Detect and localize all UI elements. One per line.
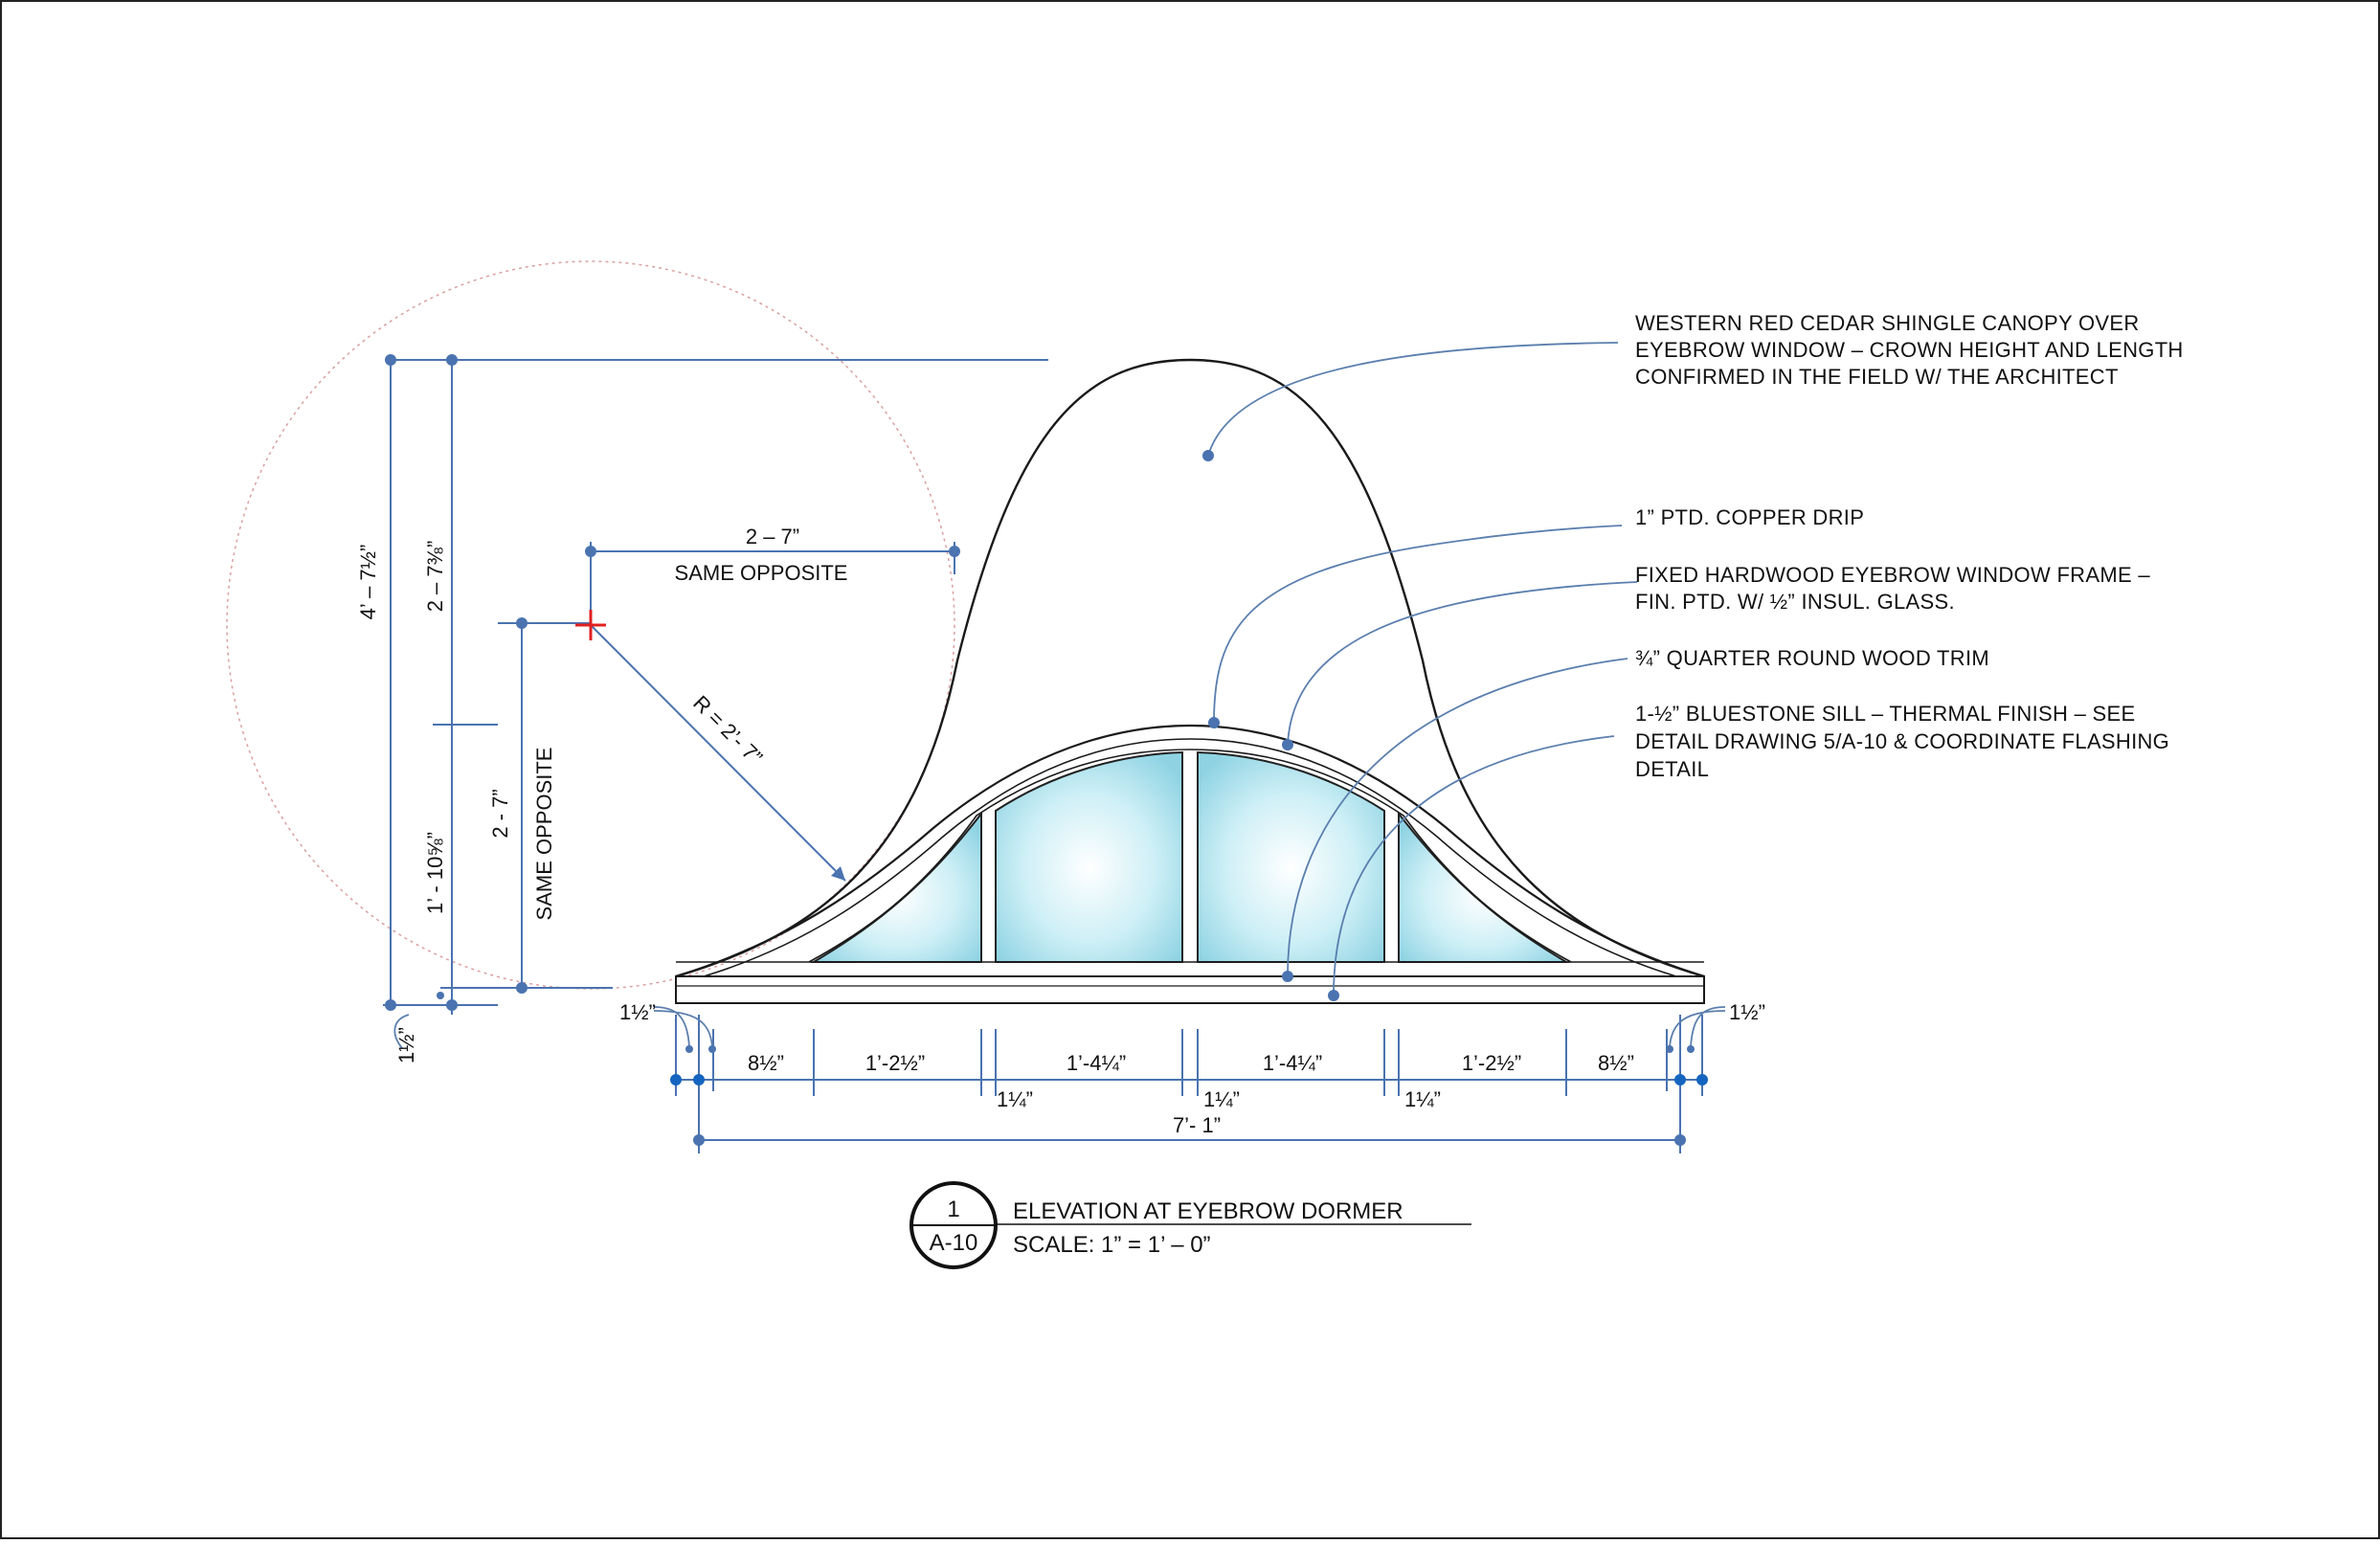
- dim-dot: [1674, 1134, 1686, 1146]
- leader-trim: [1287, 658, 1628, 977]
- dim-overall-height-label: 4’ – 7½”: [356, 545, 380, 620]
- dim-dot: [685, 1045, 693, 1053]
- note-trim: ¾” QUARTER ROUND WOOD TRIM: [1635, 646, 1989, 670]
- radius-dimension: [575, 542, 960, 882]
- dim-segment-label: 1’-2½”: [865, 1051, 925, 1075]
- note-frame-line-1: FIXED HARDWOOD EYEBROW WINDOW FRAME –: [1635, 563, 2150, 587]
- dim-dot: [1666, 1045, 1673, 1053]
- frame-inner-arc: [808, 749, 1572, 963]
- dim-sill-left-label: 1½”: [619, 1000, 656, 1024]
- note-sill-line-2: DETAIL DRAWING 5/A-10 & COORDINATE FLASH…: [1635, 729, 2169, 753]
- note-drip-line-1: 1” PTD. COPPER DRIP: [1635, 505, 1864, 529]
- leader-drip: [1213, 525, 1623, 724]
- vertical-dimensions: [383, 354, 1048, 1049]
- dim-dot: [693, 1074, 705, 1085]
- sill-vertical-leader: [393, 1014, 410, 1049]
- note-canopy-line-2: EYEBROW WINDOW – CROWN HEIGHT AND LENGTH: [1635, 338, 2184, 362]
- drawing-title: ELEVATION AT EYEBROW DORMER: [1013, 1198, 1403, 1224]
- eyebrow-window: [675, 724, 1705, 1004]
- dim-radius-width-label: 2 – 7”: [746, 525, 799, 548]
- leader-frame: [1287, 581, 1638, 746]
- glass-pane-2: [995, 750, 1183, 963]
- leader-dot-trim: [1282, 971, 1293, 982]
- dim-dot: [693, 1134, 705, 1146]
- dim-mullion-label: 1¼”: [1203, 1087, 1240, 1111]
- same-opposite-vertical-label: SAME OPPOSITE: [532, 748, 556, 921]
- radius-arrow-icon: [831, 866, 845, 881]
- leader-dot-drip: [1208, 717, 1220, 728]
- dim-sill-vertical-label: 1½”: [394, 1027, 418, 1063]
- dim-segment-label: 8½”: [748, 1051, 784, 1075]
- glass-pane-1: [810, 811, 982, 963]
- sill-right-leader: [1669, 1010, 1726, 1048]
- note-canopy-line-3: CONFIRMED IN THE FIELD W/ THE ARCHITECT: [1635, 365, 2119, 389]
- leader-lines: [1202, 342, 1638, 1001]
- note-sill: 1-½” BLUESTONE SILL – THERMAL FINISH – S…: [1635, 702, 2176, 781]
- dim-mullion-label: 1¼”: [997, 1087, 1033, 1111]
- dim-dot: [437, 992, 444, 999]
- glass-pane-3: [1197, 750, 1385, 963]
- sheet-number: A-10: [930, 1230, 978, 1256]
- note-sill-line-3: DETAIL: [1635, 757, 1709, 781]
- dim-dot: [708, 1045, 716, 1053]
- dim-segment-label: 8½”: [1598, 1051, 1634, 1075]
- dim-sill-right-label: 1½”: [1729, 1000, 1765, 1024]
- leader-dot-canopy: [1202, 450, 1214, 461]
- dim-segment-label: 1’-4¼”: [1263, 1051, 1322, 1075]
- dim-segment-label: 1’-2½”: [1462, 1051, 1521, 1075]
- dim-lower-height-label: 1’ - 10⅝”: [423, 832, 447, 914]
- glass-pane-4: [1398, 811, 1570, 963]
- dim-dot: [446, 999, 458, 1011]
- drawing-scale: SCALE: 1” = 1’ – 0”: [1013, 1232, 1211, 1258]
- shingle-canopy-profile: [675, 358, 1705, 978]
- note-frame: FIXED HARDWOOD EYEBROW WINDOW FRAME – FI…: [1635, 563, 2156, 614]
- drawing-number: 1: [947, 1197, 959, 1222]
- note-canopy-line-1: WESTERN RED CEDAR SHINGLE CANOPY OVER: [1635, 311, 2140, 335]
- note-drip: 1” PTD. COPPER DRIP: [1635, 505, 1864, 529]
- dim-dot: [1687, 1045, 1695, 1053]
- frame-trim-arc: [703, 738, 1677, 977]
- note-frame-line-2: FIN. PTD. W/ ½” INSUL. GLASS.: [1635, 590, 1955, 614]
- horizontal-dimensions: [653, 1006, 1726, 1153]
- drawing-title-block: [909, 1181, 1471, 1269]
- leader-dot-sill: [1328, 990, 1339, 1001]
- sill-left-leader: [653, 1006, 690, 1048]
- note-trim-line-1: ¾” QUARTER ROUND WOOD TRIM: [1635, 646, 1989, 670]
- dim-dot: [1674, 1074, 1686, 1085]
- frame-outer-arc: [675, 724, 1705, 978]
- radius-line: [590, 624, 846, 882]
- note-canopy: WESTERN RED CEDAR SHINGLE CANOPY OVER EY…: [1635, 311, 2189, 389]
- note-sill-line-1: 1-½” BLUESTONE SILL – THERMAL FINISH – S…: [1635, 702, 2135, 726]
- dim-segment-label: 1’-4¼”: [1067, 1051, 1126, 1075]
- leader-sill: [1333, 735, 1615, 996]
- same-opposite-horizontal-label: SAME OPPOSITE: [675, 561, 848, 585]
- bluestone-sill: [675, 975, 1705, 1004]
- dim-upper-height-label: 2 – 7⅜”: [423, 541, 447, 613]
- dim-radius-label: R = 2’- 7”: [688, 691, 767, 770]
- dim-overall-width-label: 7’- 1”: [1173, 1113, 1221, 1137]
- dim-center-height-label: 2 - 7”: [488, 789, 512, 838]
- dim-mullion-label: 1¼”: [1404, 1087, 1441, 1111]
- dim-dot: [446, 354, 458, 366]
- dim-dot: [385, 354, 396, 366]
- leader-canopy: [1207, 342, 1619, 457]
- dim-dot: [1696, 1074, 1708, 1085]
- leader-dot-frame: [1282, 739, 1293, 750]
- dim-dot: [670, 1074, 682, 1085]
- sill-left-leader: [653, 1010, 713, 1048]
- sill-right-leader: [1690, 1006, 1726, 1048]
